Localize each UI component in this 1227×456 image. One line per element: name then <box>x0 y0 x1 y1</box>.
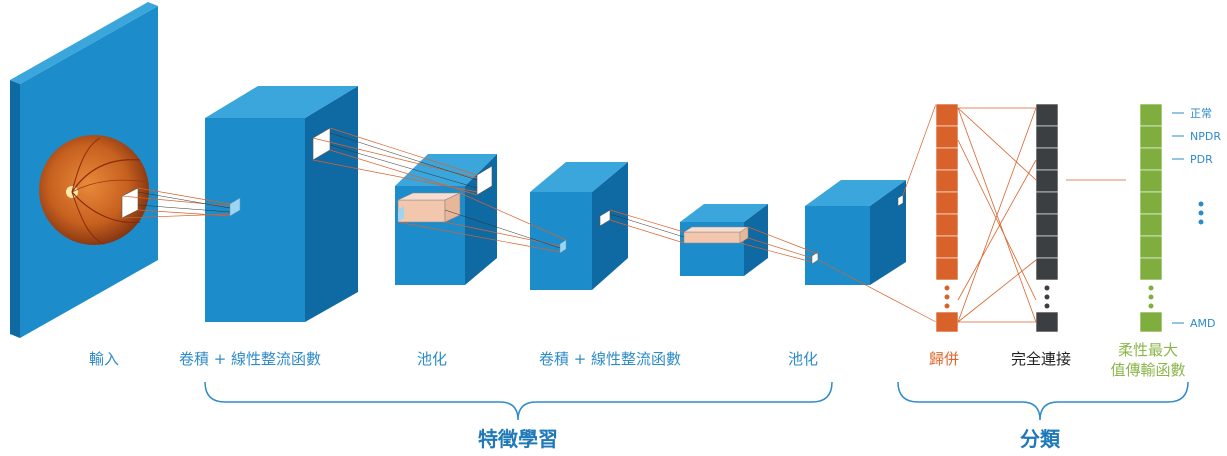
softmax-column <box>1139 103 1163 333</box>
pool1-prism <box>397 192 461 223</box>
classification-brace <box>897 381 1189 421</box>
stage-label-conv1: 卷積 + 線性整流函數 <box>179 350 321 368</box>
softmax-ellipsis <box>1148 285 1154 309</box>
class-label-npdr: NPDR <box>1190 130 1221 143</box>
feature-learning-brace <box>204 381 833 421</box>
class-label-normal: 正常 <box>1190 107 1212 120</box>
class-ellipsis <box>1198 201 1204 225</box>
class-label-pdr: PDR <box>1190 153 1213 166</box>
fundus-image <box>39 135 149 245</box>
stage-label-softmax-2: 值傳輸函數 <box>1110 361 1185 379</box>
stage-label-flatten: 歸併 <box>929 350 959 368</box>
stage-label-softmax-1: 柔性最大 <box>1118 341 1178 359</box>
conv2-input-patch <box>559 239 567 254</box>
conv1-block <box>205 86 358 322</box>
flatten-column <box>935 103 959 333</box>
stage-label-pool2: 池化 <box>788 350 818 368</box>
final-output-patch <box>897 194 904 207</box>
stage-label-conv2: 卷積 + 線性整流函數 <box>539 350 681 368</box>
stage-label-fully-connected: 完全連接 <box>1011 350 1071 368</box>
fc-ellipsis <box>1044 285 1050 309</box>
stage-label-pool1: 池化 <box>417 350 447 368</box>
stage-label-input: 輸入 <box>89 350 119 368</box>
pool2-prism <box>683 226 749 244</box>
pool1-output-patch <box>476 165 493 196</box>
group-label-classification: 分類 <box>1020 427 1061 451</box>
final-feature-block <box>805 180 906 285</box>
group-label-feature-learning: 特徵學習 <box>478 427 558 451</box>
class-ticks <box>1172 112 1184 324</box>
class-label-amd: AMD <box>1190 317 1216 330</box>
dense-connections <box>957 107 1126 323</box>
conv2-block <box>530 162 628 290</box>
fc-column <box>1035 103 1059 333</box>
dark-detail-lines <box>137 132 685 249</box>
flatten-ellipsis <box>944 285 950 309</box>
